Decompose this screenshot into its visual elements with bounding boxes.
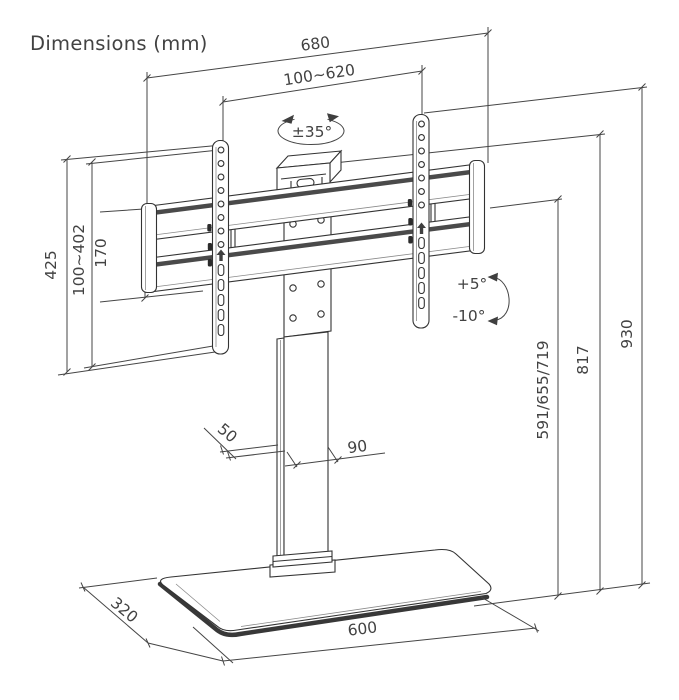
dim-vesa-height-range: 100~402 [70, 224, 88, 296]
dim-base-width: 600 [347, 618, 379, 639]
motion-arrows [277, 113, 510, 326]
tilt-arc [493, 277, 510, 321]
dimension-lines-back [57, 27, 648, 600]
up-arrow-icon [417, 222, 426, 234]
base-plate [157, 548, 492, 638]
tv-floor-stand [140, 113, 492, 638]
tilt-arrow-down-icon [487, 316, 498, 326]
vesa-strip-left [207, 139, 230, 355]
swivel-arrow-left-icon [281, 114, 294, 124]
dim-bracket-height: 425 [42, 250, 60, 280]
dim-overall-width: 680 [300, 33, 332, 55]
dimension-lines-front [78, 427, 651, 666]
dim-vesa-width-range: 100~620 [282, 61, 356, 89]
dim-tilt-up: +5° [457, 275, 488, 293]
up-arrow-icon [216, 249, 226, 261]
swivel-arrow-right-icon [327, 113, 339, 123]
rail-end-cap-left [140, 202, 158, 294]
dim-base-depth: 320 [107, 594, 141, 627]
swivel-arc [277, 118, 345, 145]
dim-swivel-range: ±35° [292, 123, 332, 141]
tilt-arrow-up-icon [487, 272, 498, 282]
mount-rails [140, 159, 486, 294]
rail-end-cap-right [468, 159, 486, 255]
dim-rail-span: 170 [92, 238, 110, 268]
dim-column-width: 90 [346, 437, 368, 457]
dim-tilt-down: -10° [452, 307, 485, 325]
dim-mount-top-height: 817 [574, 345, 592, 375]
dimension-labels: Dimensions (mm) 680 100~620 ±35° 425 100… [30, 32, 636, 640]
dim-screen-center-heights: 591/655/719 [534, 340, 552, 439]
dim-column-depth: 50 [214, 420, 241, 446]
dim-overall-height: 930 [618, 319, 636, 349]
vesa-strip-right [407, 113, 430, 329]
page-title: Dimensions (mm) [30, 32, 208, 55]
